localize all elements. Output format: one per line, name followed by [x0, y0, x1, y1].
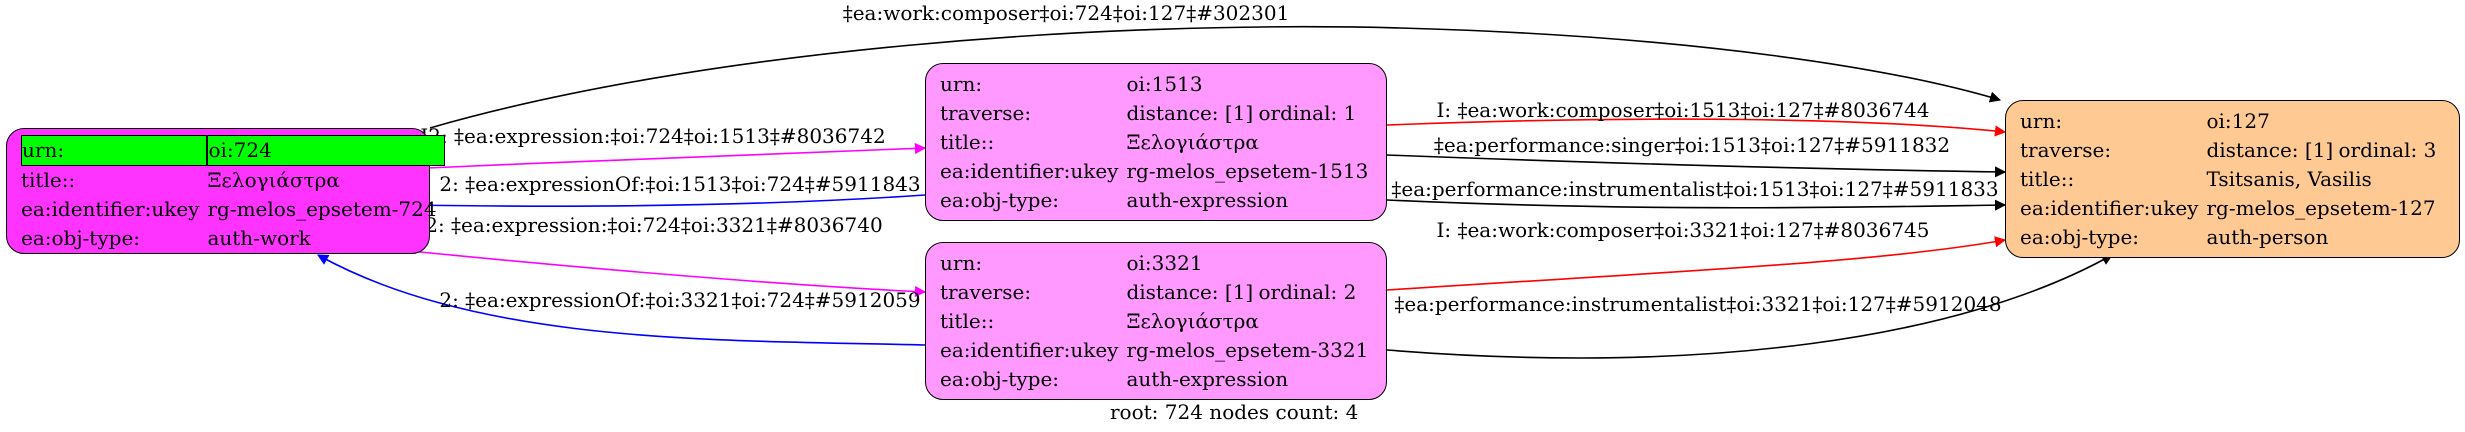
edge-expressionof-3321	[317, 254, 926, 346]
type-key: ea:obj-type:	[2020, 225, 2140, 249]
edge-composer-1513	[1386, 118, 2007, 137]
ordinal-value: ordinal: 1	[1258, 101, 1357, 125]
node-person-127[interactable]: urn: oi:127 traverse: distance: [1]ordinal…	[2005, 100, 2460, 258]
type-key: ea:obj-type:	[940, 188, 1060, 212]
type-value: auth-work	[207, 226, 311, 250]
urn-row-highlighted: urn: oi:724	[21, 135, 445, 166]
edge-expression-1513	[427, 142, 927, 169]
traverse-key: traverse:	[2020, 138, 2112, 162]
edge-label-expressionof-1513: 2: ‡ea:expressionOf:‡oi:1513‡oi:724‡#591…	[439, 172, 920, 196]
node-expression-3321-table: urn: oi:3321 traverse: distance: [1]ordina…	[940, 249, 1376, 394]
ukey-value: rg-melos_epsetem-3321	[1126, 338, 1369, 362]
edge-label-composer-3321: I: ‡ea:work:composer‡oi:3321‡oi:127‡#803…	[1436, 218, 1929, 242]
node-expression-1513-table: urn: oi:1513 traverse: distance: [1]ordina…	[940, 70, 1376, 215]
edge-label-expression-3321: I2: ‡ea:expression:‡oi:724‡oi:3321‡#8036…	[417, 213, 882, 237]
ukey-key: ea:identifier:ukey	[940, 159, 1119, 183]
title-value: Tsitsanis, Vasilis	[2206, 167, 2372, 191]
edge-label-composer-top: ‡ea:work:composer‡oi:724‡oi:127‡#302301	[843, 1, 1290, 25]
edge-label-expressionof-3321: 2: ‡ea:expressionOf:‡oi:3321‡oi:724‡#591…	[439, 288, 920, 312]
title-key: title::	[940, 309, 995, 333]
type-value: auth-expression	[1126, 367, 1289, 391]
title-row: title:: Ξελογιάστρα	[21, 166, 445, 195]
ordinal-value: ordinal: 3	[2338, 138, 2437, 162]
type-key: ea:obj-type:	[940, 367, 1060, 391]
distance-value: distance: [1]	[2206, 138, 2334, 162]
ukey-key: ea:identifier:ukey	[2020, 196, 2199, 220]
edge-instrumentalist-1513	[1386, 199, 2007, 211]
node-person-table: urn: oi:127 traverse: distance: [1]ordinal…	[2020, 107, 2444, 252]
node-work-table: urn: oi:724 title:: Ξελογιάστρα ea:ident…	[21, 135, 445, 253]
edge-expressionof-1513	[406, 194, 926, 211]
node-expression-1513[interactable]: urn: oi:1513 traverse: distance: [1]ordina…	[925, 63, 1387, 221]
node-expression-3321[interactable]: urn: oi:3321 traverse: distance: [1]ordina…	[925, 242, 1387, 400]
urn-value: oi:127	[2206, 109, 2270, 133]
urn-value: oi:3321	[1126, 251, 1203, 275]
edge-singer-1513	[1386, 154, 2007, 178]
edge-instrumentalist-3321	[1386, 254, 2113, 359]
type-value: auth-expression	[1126, 188, 1289, 212]
edge-label-instrumentalist-3321: ‡ea:performance:instrumentalist‡oi:3321‡…	[1394, 292, 2001, 316]
title-key: title::	[2020, 167, 2075, 191]
type-key: ea:obj-type:	[21, 226, 141, 250]
urn-key: urn:	[940, 251, 983, 275]
title-value: Ξελογιάστρα	[207, 168, 340, 192]
title-key: title::	[940, 130, 995, 154]
type-value: auth-person	[2206, 225, 2329, 249]
edge-composer-3321	[1386, 236, 2007, 291]
node-work-724[interactable]: urn: oi:724 title:: Ξελογιάστρα ea:ident…	[6, 128, 445, 254]
ukey-value: rg-melos_epsetem-127	[2206, 196, 2436, 220]
edge-label-composer-1513: I: ‡ea:work:composer‡oi:1513‡oi:127‡#803…	[1436, 98, 1929, 122]
traverse-key: traverse:	[940, 280, 1032, 304]
distance-value: distance: [1]	[1126, 280, 1254, 304]
edge-label-expression-1513: I2: ‡ea:expression:‡oi:724‡oi:1513‡#8036…	[420, 124, 885, 148]
ukey-key: ea:identifier:ukey	[21, 197, 200, 221]
title-value: Ξελογιάστρα	[1126, 130, 1259, 154]
distance-value: distance: [1]	[1126, 101, 1254, 125]
urn-value: oi:1513	[1126, 72, 1203, 96]
urn-value: oi:724	[207, 135, 445, 166]
edge-composer-top	[429, 25, 2002, 129]
urn-key: urn:	[2020, 109, 2063, 133]
ukey-row: ea:identifier:ukey rg-melos_epsetem-724	[21, 195, 445, 224]
edge-label-singer-1513: ‡ea:performance:singer‡oi:1513‡oi:127‡#5…	[1434, 133, 1950, 157]
urn-key: urn:	[21, 135, 208, 166]
ukey-value: rg-melos_epsetem-1513	[1126, 159, 1369, 183]
traverse-key: traverse:	[940, 101, 1032, 125]
edge-expression-3321	[399, 249, 927, 298]
ukey-key: ea:identifier:ukey	[940, 338, 1119, 362]
type-row: ea:obj-type: auth-work	[21, 224, 445, 253]
title-key: title::	[21, 168, 76, 192]
edge-label-instrumentalist-1513: ‡ea:performance:instrumentalist‡oi:1513‡…	[1391, 177, 1998, 201]
ukey-value: rg-melos_epsetem-724	[207, 197, 437, 221]
graph-footer-caption: root: 724 nodes count: 4	[1110, 400, 1359, 424]
title-value: Ξελογιάστρα	[1126, 309, 1259, 333]
ordinal-value: ordinal: 2	[1258, 280, 1357, 304]
urn-key: urn:	[940, 72, 983, 96]
